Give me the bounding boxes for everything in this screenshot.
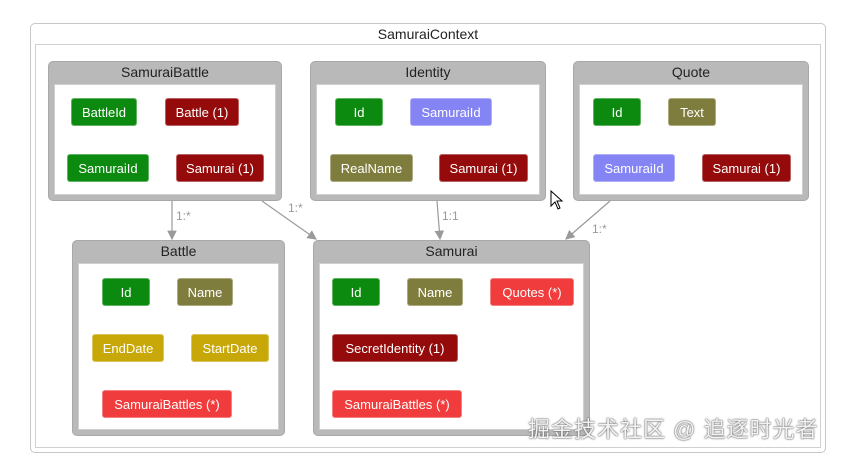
entity-samurai[interactable]: Samurai Id Name Quotes (*) SecretIdentit… (313, 240, 590, 436)
property-realname[interactable]: RealName (330, 154, 413, 182)
entity-title: SamuraiBattle (121, 64, 209, 80)
property-id[interactable]: Id (593, 98, 641, 126)
entity-title: Samurai (425, 243, 478, 259)
property-id[interactable]: Id (332, 278, 380, 306)
entity-body: Id Name EndDate StartDate SamuraiBattles… (78, 263, 279, 430)
entity-body: BattleId Battle (1) SamuraiId Samurai (1… (54, 84, 276, 195)
property-samuraiid[interactable]: SamuraiId (593, 154, 675, 182)
property-id[interactable]: Id (335, 98, 383, 126)
property-battle-nav[interactable]: Battle (1) (165, 98, 239, 126)
property-startdate[interactable]: StartDate (191, 334, 269, 362)
property-samuraiid[interactable]: SamuraiId (410, 98, 492, 126)
property-name[interactable]: Name (177, 278, 233, 306)
property-samuraibattles-nav[interactable]: SamuraiBattles (*) (102, 390, 232, 418)
entity-title: Identity (405, 64, 451, 80)
property-secretidentity-nav[interactable]: SecretIdentity (1) (332, 334, 458, 362)
property-samuraibattles-nav[interactable]: SamuraiBattles (*) (332, 390, 462, 418)
context-title: SamuraiContext (377, 26, 479, 42)
entity-body: Id Name Quotes (*) SecretIdentity (1) Sa… (319, 263, 584, 430)
property-samurai-nav[interactable]: Samurai (1) (439, 154, 528, 182)
property-samurai-nav[interactable]: Samurai (1) (176, 154, 264, 182)
property-samuraiid[interactable]: SamuraiId (67, 154, 149, 182)
property-samurai-nav[interactable]: Samurai (1) (702, 154, 791, 182)
entity-body: Id Text SamuraiId Samurai (1) (579, 84, 803, 195)
property-name[interactable]: Name (407, 278, 463, 306)
entity-body: Id SamuraiId RealName Samurai (1) (316, 84, 540, 195)
property-battleid[interactable]: BattleId (71, 98, 137, 126)
context-inner (35, 44, 821, 448)
property-id[interactable]: Id (102, 278, 150, 306)
entity-identity[interactable]: Identity Id SamuraiId RealName Samurai (… (310, 61, 546, 201)
property-text[interactable]: Text (668, 98, 716, 126)
watermark: 掘金技术社区 @ 追逐时光者 (528, 417, 819, 442)
entity-samurai-battle[interactable]: SamuraiBattle BattleId Battle (1) Samura… (48, 61, 282, 201)
entity-battle[interactable]: Battle Id Name EndDate StartDate Samurai… (72, 240, 285, 436)
entity-quote[interactable]: Quote Id Text SamuraiId Samurai (1) (573, 61, 809, 201)
mouse-cursor-icon (550, 190, 564, 210)
entity-title: Battle (160, 243, 197, 259)
property-enddate[interactable]: EndDate (92, 334, 164, 362)
entity-title: Quote (671, 64, 711, 80)
property-quotes-nav[interactable]: Quotes (*) (490, 278, 574, 306)
